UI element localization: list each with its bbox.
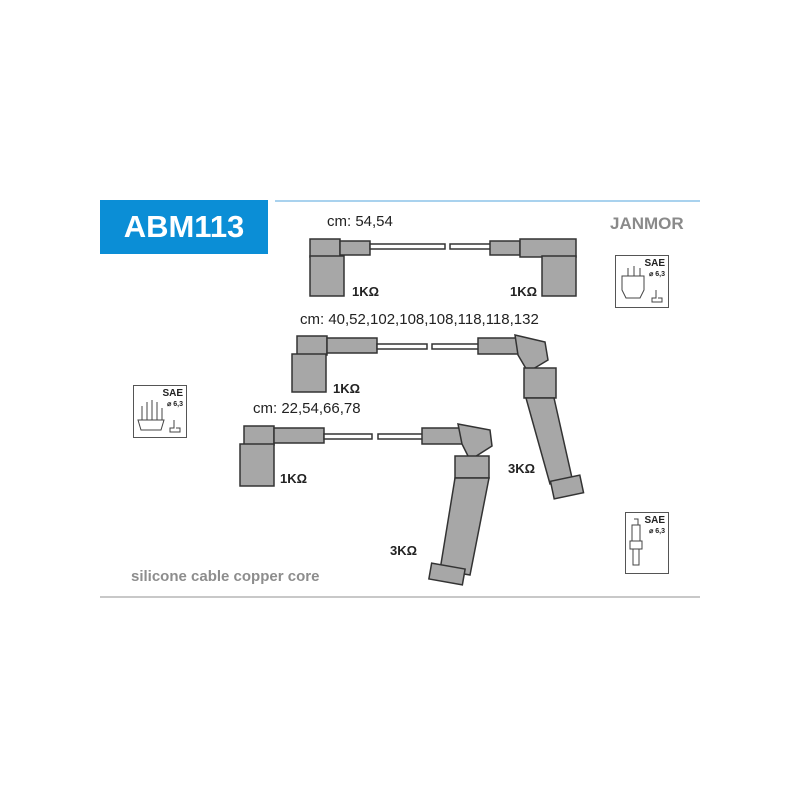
cable-3-resistance-left: 1KΩ <box>280 471 308 486</box>
cable-2-resistance-right: 3KΩ <box>508 461 536 476</box>
cable-1 <box>309 238 577 297</box>
spark-plug-sae-icon: SAE ⌀ 6,3 <box>625 512 669 574</box>
cable-3-resistance-right: 3KΩ <box>390 543 418 558</box>
cable-description: silicone cable copper core <box>131 568 320 585</box>
cable-1-lengths: cm: 54,54 <box>327 213 393 230</box>
cable-1-resistance-left: 1KΩ <box>352 284 380 299</box>
distributor-sae-icon: SAE ⌀ 6,3 <box>133 385 187 438</box>
cable-1-resistance-right: 1KΩ <box>510 284 538 299</box>
cable-3-lengths: cm: 22,54,66,78 <box>253 400 361 417</box>
top-divider <box>275 200 700 202</box>
product-code-badge: ABM113 <box>100 200 268 254</box>
brand-name: JANMOR <box>610 214 684 233</box>
bottom-divider <box>100 596 700 598</box>
distributor-cap-sae-icon: SAE ⌀ 6,3 <box>615 255 669 308</box>
cable-2-resistance-left: 1KΩ <box>333 381 361 396</box>
cable-2 <box>291 334 585 500</box>
cable-2-lengths: cm: 40,52,102,108,108,118,118,132 <box>300 311 539 328</box>
cable-3 <box>239 423 493 586</box>
